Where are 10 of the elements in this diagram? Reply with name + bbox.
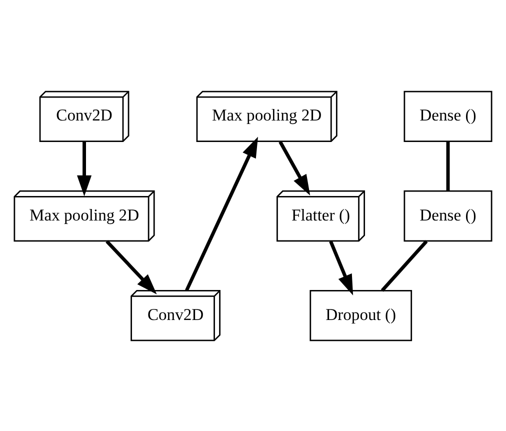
arrow: [77, 141, 92, 196]
arrow: [185, 136, 258, 291]
node-box: Dense (): [404, 190, 492, 242]
node-box: Dense (): [404, 90, 492, 142]
arrow: [278, 140, 310, 196]
arrow: [329, 240, 354, 295]
node-box: Dropout (): [310, 289, 412, 341]
connector: [446, 141, 450, 190]
arrow: [106, 240, 157, 294]
connector: [380, 240, 428, 292]
